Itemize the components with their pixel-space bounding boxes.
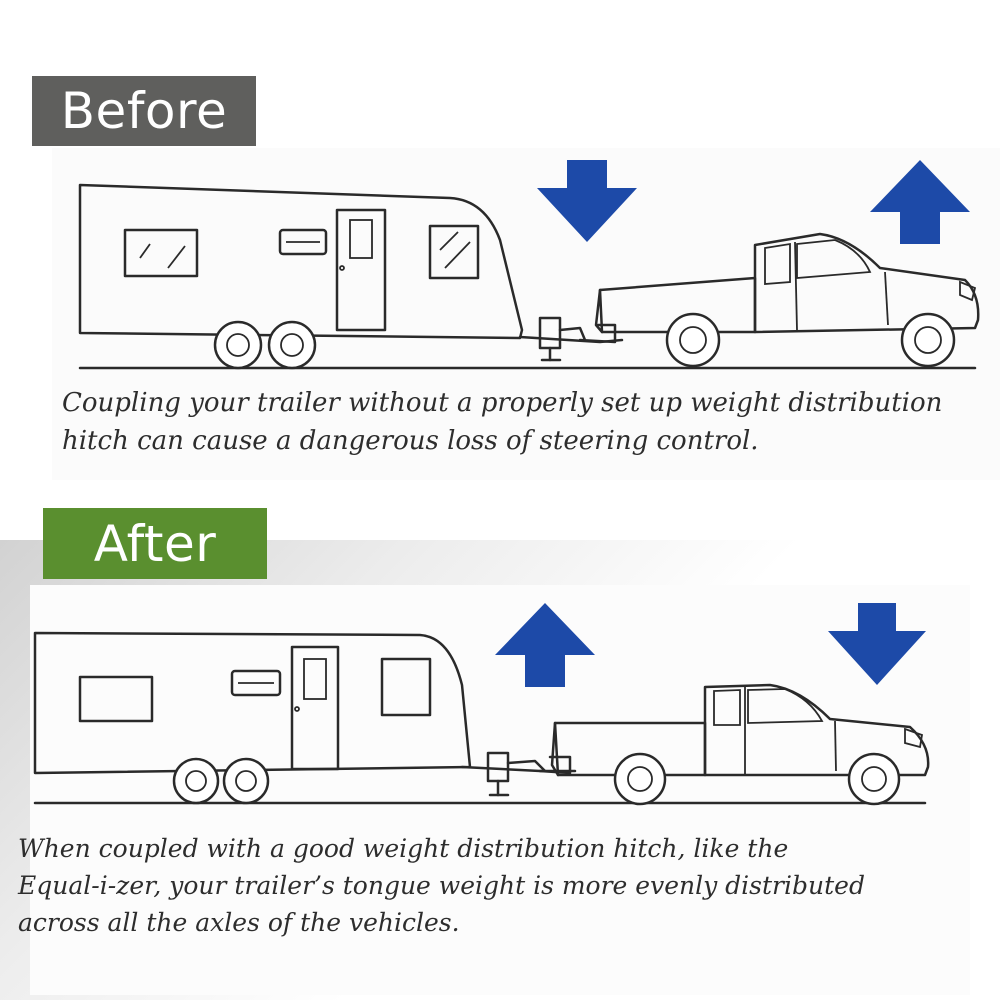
arrow-down-icon [537,160,637,242]
truck-wheel [613,752,667,806]
before-illustration [78,160,980,370]
truck-wheel [665,312,721,368]
truck [550,683,930,777]
truck-wheel [900,312,956,368]
arrow-up-icon [870,160,970,244]
trailer-body [33,631,472,775]
trailer-window [123,228,199,278]
trailer-window [428,224,480,280]
before-caption: Coupling your trailer without a properly… [62,384,942,460]
trailer-window [230,669,282,697]
trailer-wheel [172,757,220,805]
before-caption-line: Coupling your trailer without a properly… [62,388,943,418]
trailer-door [335,208,387,332]
trailer-body [78,183,524,340]
hitch-assembly [460,751,577,797]
after-caption-line: When coupled with a good weight distribu… [18,834,789,863]
trailer-wheel [267,320,317,370]
arrow-up-icon [495,603,595,687]
trailer-wheel [222,757,270,805]
truck-wheel [847,752,901,806]
after-caption: When coupled with a good weight distribu… [18,830,865,941]
truck [594,232,980,334]
arrow-down-icon [828,603,926,685]
trailer-window [78,675,154,723]
before-caption-line: hitch can cause a dangerous loss of stee… [62,426,759,456]
trailer-door [290,645,340,771]
hitch-assembly [518,316,624,362]
after-caption-line: across all the axles of the vehicles. [18,908,460,937]
trailer-window [380,657,432,717]
trailer-window [278,228,328,256]
before-label: Before [32,76,256,146]
before-panel [52,148,1000,480]
trailer-wheel [213,320,263,370]
after-caption-line: Equal-i-zer, your trailer’s tongue weigh… [18,871,865,900]
after-label: After [43,508,267,579]
after-illustration [33,603,930,806]
